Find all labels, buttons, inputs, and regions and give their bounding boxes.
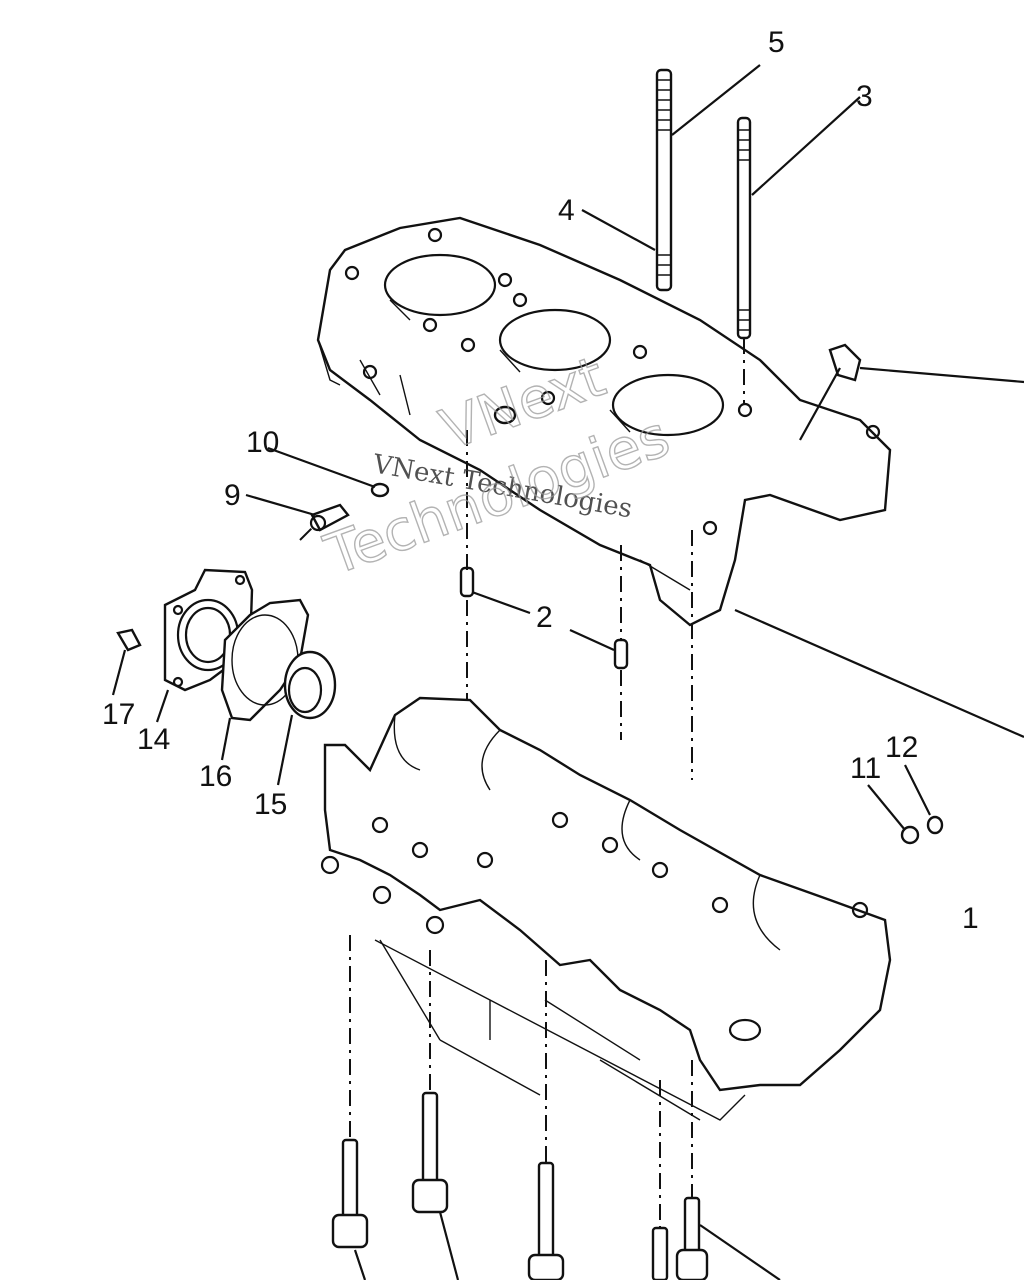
bolt <box>527 1161 565 1280</box>
bolt <box>331 1138 369 1249</box>
part-12 <box>926 815 944 835</box>
part-11 <box>900 825 920 845</box>
seal-15 <box>283 650 337 720</box>
callout-14: 14 <box>137 723 170 756</box>
stud-3 <box>736 116 752 340</box>
lower-crankcase <box>320 696 892 1121</box>
bolt <box>675 1196 709 1280</box>
callout-4: 4 <box>558 194 575 227</box>
callout-12: 12 <box>885 731 918 764</box>
callout-11: 11 <box>850 752 881 785</box>
callout-3: 3 <box>856 80 873 113</box>
plug-17 <box>116 628 142 652</box>
callout-10: 10 <box>246 426 279 459</box>
callout-1: 1 <box>962 902 979 935</box>
alignment-lines <box>299 338 745 1228</box>
callout-16: 16 <box>199 760 232 793</box>
stud-5-and-4 <box>655 68 673 292</box>
bolt <box>651 1226 669 1280</box>
bracket <box>828 343 862 382</box>
leader-lines <box>111 64 1024 1280</box>
callout-17: 17 <box>102 698 135 731</box>
washer-10 <box>370 482 390 498</box>
callout-9: 9 <box>224 479 241 512</box>
upper-fitting <box>493 405 517 425</box>
upper-crankcase <box>316 216 892 627</box>
callout-labels: 1 1 2 3 4 5 9 10 11 12 14 15 16 17 <box>102 26 979 935</box>
callout-2: 2 <box>536 601 553 634</box>
bolt <box>411 1091 449 1214</box>
callout-15: 15 <box>254 788 287 821</box>
dowel-pin <box>613 638 629 670</box>
callout-5: 5 <box>768 26 785 59</box>
dowel-pin <box>459 566 475 598</box>
fitting-9 <box>309 503 350 532</box>
